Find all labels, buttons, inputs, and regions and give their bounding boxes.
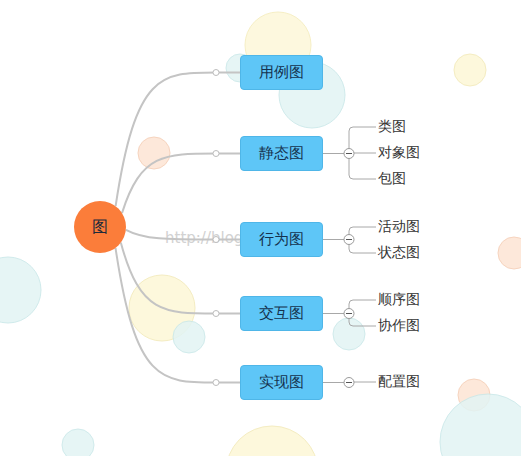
node-text: 活动图: [378, 218, 420, 236]
collapse-minus: [346, 382, 352, 383]
collapse-minus: [346, 239, 352, 240]
node-text: 配置图: [378, 373, 420, 391]
category-box: 实现图: [240, 365, 323, 400]
node-text: 静态图: [259, 144, 304, 163]
bubble: [498, 237, 521, 269]
node-text: 用例图: [259, 63, 304, 82]
junction-dot: [213, 311, 219, 317]
category-box: 静态图: [240, 136, 323, 171]
bubble: [226, 426, 318, 456]
node-text: 状态图: [378, 244, 420, 262]
leaf-topic: 协作图: [376, 316, 440, 336]
junction-dot: [213, 237, 219, 243]
collapse-toggle: [344, 235, 354, 245]
bubble: [0, 257, 41, 323]
leaf-topic: 状态图: [376, 243, 440, 263]
node-text: 包图: [378, 170, 406, 188]
branch-connector: [122, 154, 240, 214]
leaf-topic: 顺序图: [376, 290, 440, 310]
branch-connector: [126, 230, 240, 240]
node-text: 类图: [378, 118, 406, 136]
collapse-toggle: [344, 309, 354, 319]
junction-dot: [213, 151, 219, 157]
collapse-toggle: [344, 149, 354, 159]
leaf-topic: 配置图: [376, 372, 440, 392]
branch-connector: [116, 248, 241, 383]
leaf-topic: 类图: [376, 117, 440, 137]
leaf-topic: 包图: [376, 169, 440, 189]
root-circle: 图: [74, 201, 126, 253]
leaf-topic: 活动图: [376, 217, 440, 237]
junction-dot: [213, 380, 219, 386]
bubble: [62, 429, 94, 456]
category-box: 用例图: [240, 55, 323, 90]
category-box: 交互图: [240, 296, 323, 331]
branch-connector: [116, 73, 240, 207]
category-box: 行为图: [240, 222, 323, 257]
collapse-minus: [346, 153, 352, 154]
node-text: 协作图: [378, 317, 420, 335]
leaf-topic: 对象图: [376, 143, 440, 163]
junction-dot: [213, 70, 219, 76]
node-text: 顺序图: [378, 291, 420, 309]
bubble: [173, 321, 205, 353]
bubble: [138, 137, 170, 169]
bubble: [440, 394, 521, 456]
collapse-toggle: [344, 378, 354, 388]
node-text: 对象图: [378, 144, 420, 162]
bubble: [454, 54, 486, 86]
branch-connector: [121, 243, 240, 314]
node-text: 图: [92, 217, 108, 238]
collapse-minus: [346, 313, 352, 314]
node-text: 行为图: [259, 230, 304, 249]
node-text: 交互图: [259, 304, 304, 323]
node-text: 实现图: [259, 373, 304, 392]
